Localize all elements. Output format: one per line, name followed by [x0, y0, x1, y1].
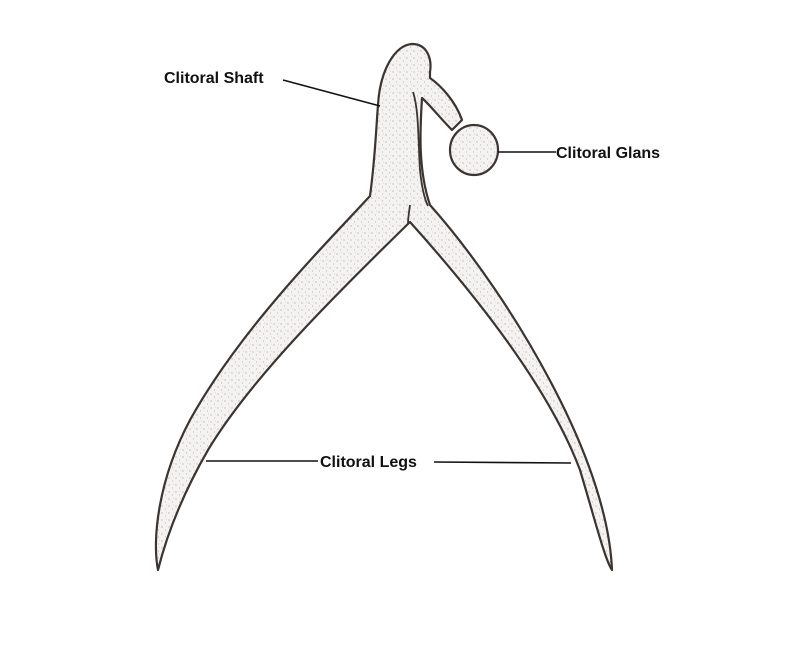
clitoral-body-shape — [154, 42, 614, 572]
legs-leader-line-right — [433, 461, 572, 464]
shaft-leader-line — [282, 79, 381, 107]
clitoral-glans-shape — [448, 123, 500, 177]
junction-notch — [407, 204, 411, 225]
clitoral-glans-label: Clitoral Glans — [556, 145, 661, 162]
shaft-inner-line — [412, 91, 429, 207]
clitoral-legs-label: Clitoral Legs — [320, 454, 417, 471]
clitoral-shaft-label: Clitoral Shaft — [164, 70, 264, 87]
